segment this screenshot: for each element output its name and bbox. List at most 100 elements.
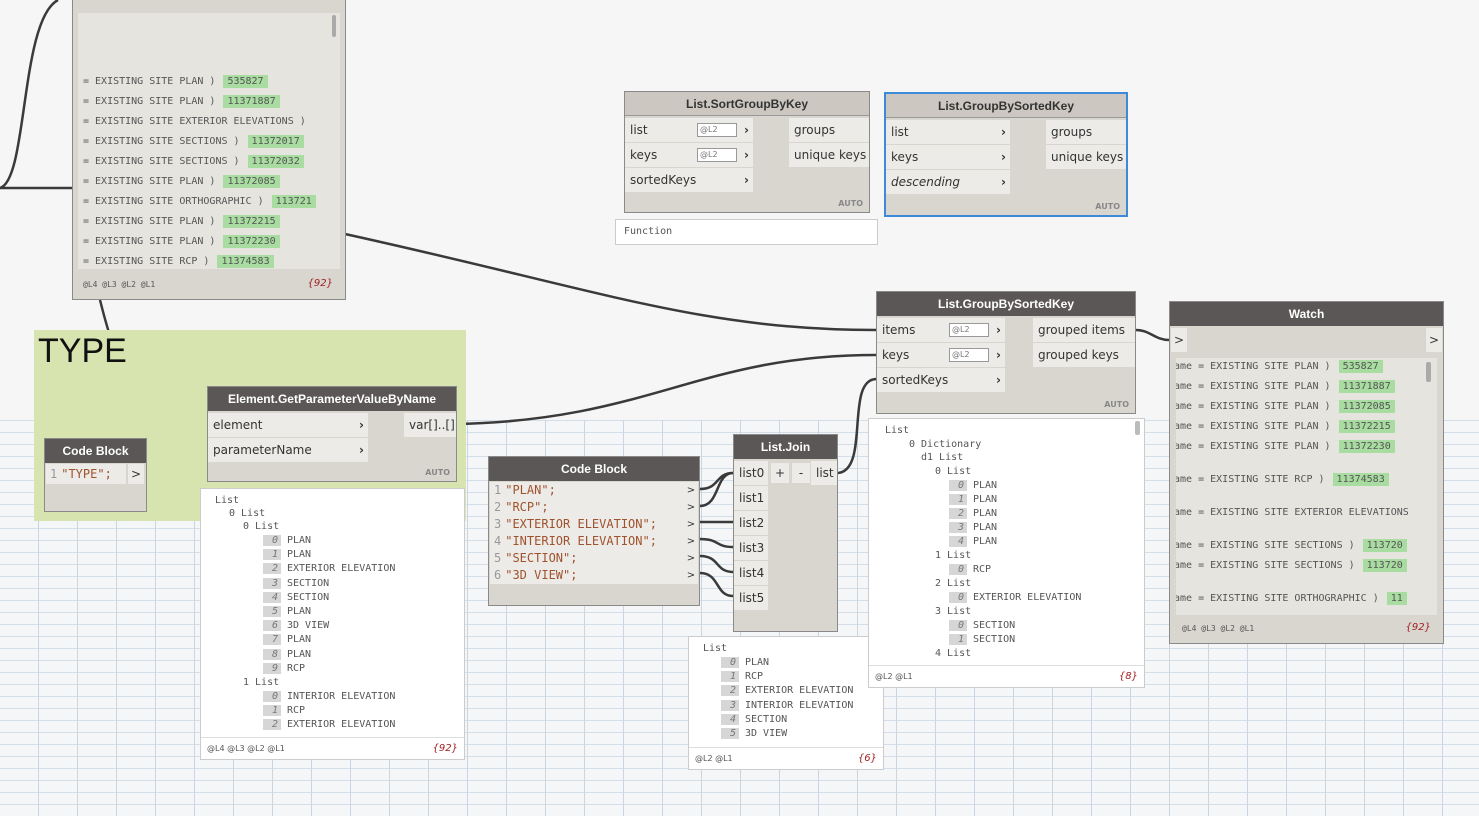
code-block-type-node[interactable]: Code Block 1"TYPE"; > — [44, 438, 147, 512]
tree-node: 0 List — [243, 521, 280, 532]
line-text: Name = EXISTING SITE PLAN ) — [1176, 361, 1331, 372]
code-line[interactable]: 5"SECTION"; — [490, 550, 684, 567]
code-line[interactable]: 4"INTERIOR ELEVATION"; — [490, 533, 684, 550]
level-selector[interactable]: @L2 — [697, 148, 737, 162]
code-line[interactable]: 6"3D VIEW"; — [490, 567, 684, 584]
input-list4[interactable]: list4 — [734, 561, 768, 585]
input-port[interactable]: > — [1171, 328, 1187, 352]
code-line[interactable]: 1"PLAN"; — [490, 482, 684, 499]
index-badge: 1 — [949, 494, 967, 505]
output-port[interactable]: var[]..[] — [404, 413, 456, 437]
tree-node: 0 List — [935, 466, 972, 477]
output-grouped-keys[interactable]: grouped keys — [1033, 343, 1135, 367]
node-title: Watch — [1170, 302, 1443, 326]
sort-group-by-key-node[interactable]: List.SortGroupByKey list@L2›keys@L2›sort… — [624, 91, 870, 213]
port-label: groups — [1051, 125, 1093, 139]
add-input-button[interactable]: + — [771, 463, 789, 483]
code-line[interactable]: 1"TYPE"; — [46, 464, 126, 484]
input-list5[interactable]: list5 — [734, 586, 768, 610]
watch-line: Name = EXISTING SITE ORTHOGRAPHIC )11 — [1176, 592, 1407, 605]
code-text: "SECTION"; — [505, 551, 578, 565]
lacing-label: AUTO — [838, 199, 863, 208]
output-port[interactable]: > — [684, 516, 698, 533]
element-id: 11 — [1386, 592, 1407, 605]
port-label: groups — [794, 123, 836, 137]
line-number: 4 — [494, 534, 502, 548]
input-list2[interactable]: list2 — [734, 511, 768, 535]
item-text: PLAN — [745, 657, 770, 668]
scrollbar[interactable] — [332, 15, 336, 37]
output-port[interactable]: list — [811, 461, 837, 485]
input-list[interactable]: list› — [886, 120, 1010, 144]
code-line[interactable]: 3"EXTERIOR ELEVATION"; — [490, 516, 684, 533]
group-by-sorted-key-node-selected[interactable]: List.GroupBySortedKey list›keys›descendi… — [884, 92, 1128, 217]
line-text: = EXISTING SITE SECTIONS ) — [83, 136, 240, 147]
input-descending[interactable]: descending› — [886, 170, 1010, 194]
input-list1[interactable]: list1 — [734, 486, 768, 510]
output-grouped-items[interactable]: grouped items — [1033, 318, 1135, 342]
index-badge: 3 — [263, 577, 281, 589]
level-selector[interactable]: @L2 — [949, 323, 989, 337]
item-text: EXTERIOR ELEVATION — [745, 685, 854, 697]
scrollbar[interactable] — [1426, 362, 1431, 382]
line-text: Name = EXISTING SITE SECTIONS ) — [1176, 540, 1355, 551]
watch-node[interactable]: Watch > > Name = EXISTING SITE PLAN )535… — [1169, 301, 1444, 644]
input-sortedkeys[interactable]: sortedKeys› — [625, 168, 753, 192]
code-block-node[interactable]: Code Block 1"PLAN";2"RCP";3"EXTERIOR ELE… — [488, 456, 700, 606]
output-groups[interactable]: groups — [1046, 120, 1126, 144]
levels-label: @L2 @L1 — [695, 754, 733, 763]
level-selector[interactable]: @L2 — [697, 123, 737, 137]
item-text: RCP — [287, 705, 306, 717]
group-by-sorted-key-node[interactable]: List.GroupBySortedKey items@L2›keys@L2›s… — [876, 291, 1136, 414]
input-keys[interactable]: keys@L2› — [625, 143, 753, 167]
input-list3[interactable]: list3 — [734, 536, 768, 560]
scrollbar[interactable] — [1135, 421, 1140, 435]
levels-label: @L4 @L3 @L2 @L1 — [1182, 624, 1255, 633]
line-text: = EXISTING SITE RCP ) — [83, 256, 210, 267]
element-id: 11374583 — [217, 255, 274, 268]
output-port[interactable]: > — [128, 464, 144, 484]
wire — [837, 377, 877, 475]
output-port[interactable]: > — [684, 567, 698, 584]
index-badge: 8 — [263, 648, 281, 660]
watch-line: = EXISTING SITE PLAN )11372085 — [83, 175, 280, 188]
port-label: descending — [891, 175, 961, 189]
output-port[interactable]: > — [684, 482, 698, 499]
input-list0[interactable]: list0 — [734, 461, 768, 485]
input-element[interactable]: element› — [208, 413, 368, 437]
item-text: RCP — [745, 671, 764, 683]
item-text: 3D VIEW — [745, 728, 788, 739]
input-parametername[interactable]: parameterName› — [208, 438, 368, 462]
input-sortedkeys[interactable]: sortedKeys› — [877, 368, 1005, 392]
input-list[interactable]: list@L2› — [625, 118, 753, 142]
output-groups[interactable]: groups — [789, 118, 869, 142]
top-watch-node[interactable]: = EXISTING SITE PLAN )535827= EXISTING S… — [72, 0, 346, 300]
code-line[interactable]: 2"RCP"; — [490, 499, 684, 516]
index-badge: 5 — [721, 728, 739, 739]
input-keys[interactable]: keys› — [886, 145, 1010, 169]
output-unique-keys[interactable]: unique keys — [789, 143, 869, 167]
output-port[interactable]: > — [684, 533, 698, 550]
output-port[interactable]: > — [1426, 328, 1442, 352]
watch-line: = EXISTING SITE PLAN )11371887 — [83, 95, 280, 108]
index-badge: 3 — [949, 522, 967, 533]
level-selector[interactable]: @L2 — [949, 348, 989, 362]
line-text: = EXISTING SITE PLAN ) — [83, 96, 216, 107]
output-port[interactable]: > — [684, 499, 698, 516]
tree-node: 0 Dictionary — [909, 439, 982, 450]
get-parameter-node[interactable]: Element.GetParameterValueByName element›… — [207, 386, 457, 482]
input-keys[interactable]: keys@L2› — [877, 343, 1005, 367]
output-unique-keys[interactable]: unique keys — [1046, 145, 1126, 169]
output-port[interactable]: > — [684, 550, 698, 567]
input-items[interactable]: items@L2› — [877, 318, 1005, 342]
line-number: 3 — [494, 517, 502, 531]
remove-input-button[interactable]: - — [792, 463, 810, 483]
watch-line: Name = EXISTING SITE PLAN )11371887 — [1176, 380, 1395, 393]
watch-line: = EXISTING SITE EXTERIOR ELEVATIONS ) — [83, 116, 306, 127]
port-label: list5 — [739, 591, 765, 605]
item-text: EXTERIOR ELEVATION — [287, 563, 396, 575]
